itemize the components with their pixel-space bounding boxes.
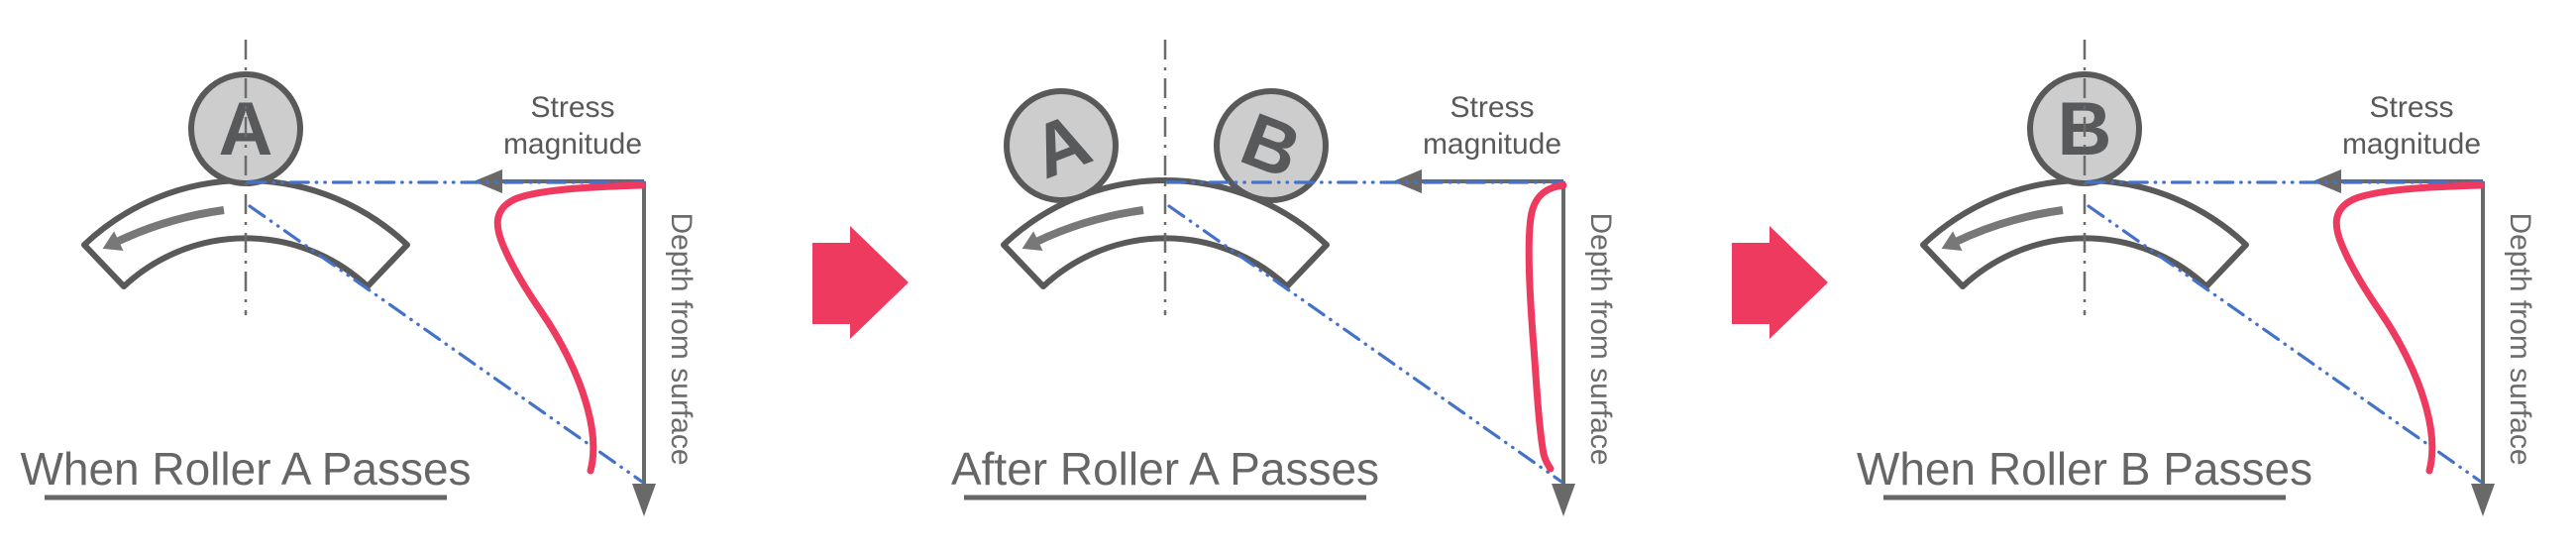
depth-from-surface-label: Depth from surface xyxy=(1584,212,1617,465)
depth-from-surface-label: Depth from surface xyxy=(2504,212,2536,465)
stress-magnitude-label-line1: Stress xyxy=(2369,91,2453,124)
panel-caption: After Roller A Passes xyxy=(951,443,1379,495)
stress-profile-curve xyxy=(493,181,646,475)
stress-profile-curve xyxy=(2332,181,2485,475)
panel-when-roller-a-passes: A Stress magnitude Depth from surface Wh… xyxy=(20,40,698,516)
rotation-arrow-head-icon xyxy=(102,231,124,251)
depth-axis-arrow-icon xyxy=(1552,484,1575,516)
rotation-arrow-head-icon xyxy=(1941,231,1963,251)
stress-magnitude-label-line2: magnitude xyxy=(1423,128,1561,161)
stress-magnitude-label-line1: Stress xyxy=(1449,91,1534,124)
rotation-arrow-head-icon xyxy=(1021,231,1043,251)
panel-when-roller-b-passes: B Stress magnitude Depth from surface Wh… xyxy=(1857,40,2536,516)
depth-from-surface-label: Depth from surface xyxy=(665,212,698,465)
panel-after-roller-a-passes: A B Stress magnitude Depth from surface … xyxy=(951,40,1617,516)
diagonal-guide-line xyxy=(1167,204,1563,484)
panel-caption: When Roller B Passes xyxy=(1857,443,2312,495)
depth-axis-arrow-icon xyxy=(632,484,656,516)
stress-magnitude-label-line1: Stress xyxy=(530,91,614,124)
diagonal-guide-line xyxy=(2087,204,2483,484)
panel-caption: When Roller A Passes xyxy=(20,443,471,495)
roller-a xyxy=(1004,88,1119,203)
rotation-arrow xyxy=(1034,206,1144,246)
rotation-arrow xyxy=(115,206,225,246)
diagonal-guide-line xyxy=(248,204,644,484)
rotation-arrow xyxy=(1954,206,2064,246)
transition-arrow-icon xyxy=(812,226,909,339)
stress-profile-curve xyxy=(1525,181,1567,473)
transition-arrow-icon xyxy=(1732,226,1828,339)
roller-b xyxy=(1214,88,1329,203)
depth-axis-arrow-icon xyxy=(2471,484,2495,516)
stress-magnitude-label-line2: magnitude xyxy=(503,128,642,161)
stress-magnitude-label-line2: magnitude xyxy=(2342,128,2481,161)
